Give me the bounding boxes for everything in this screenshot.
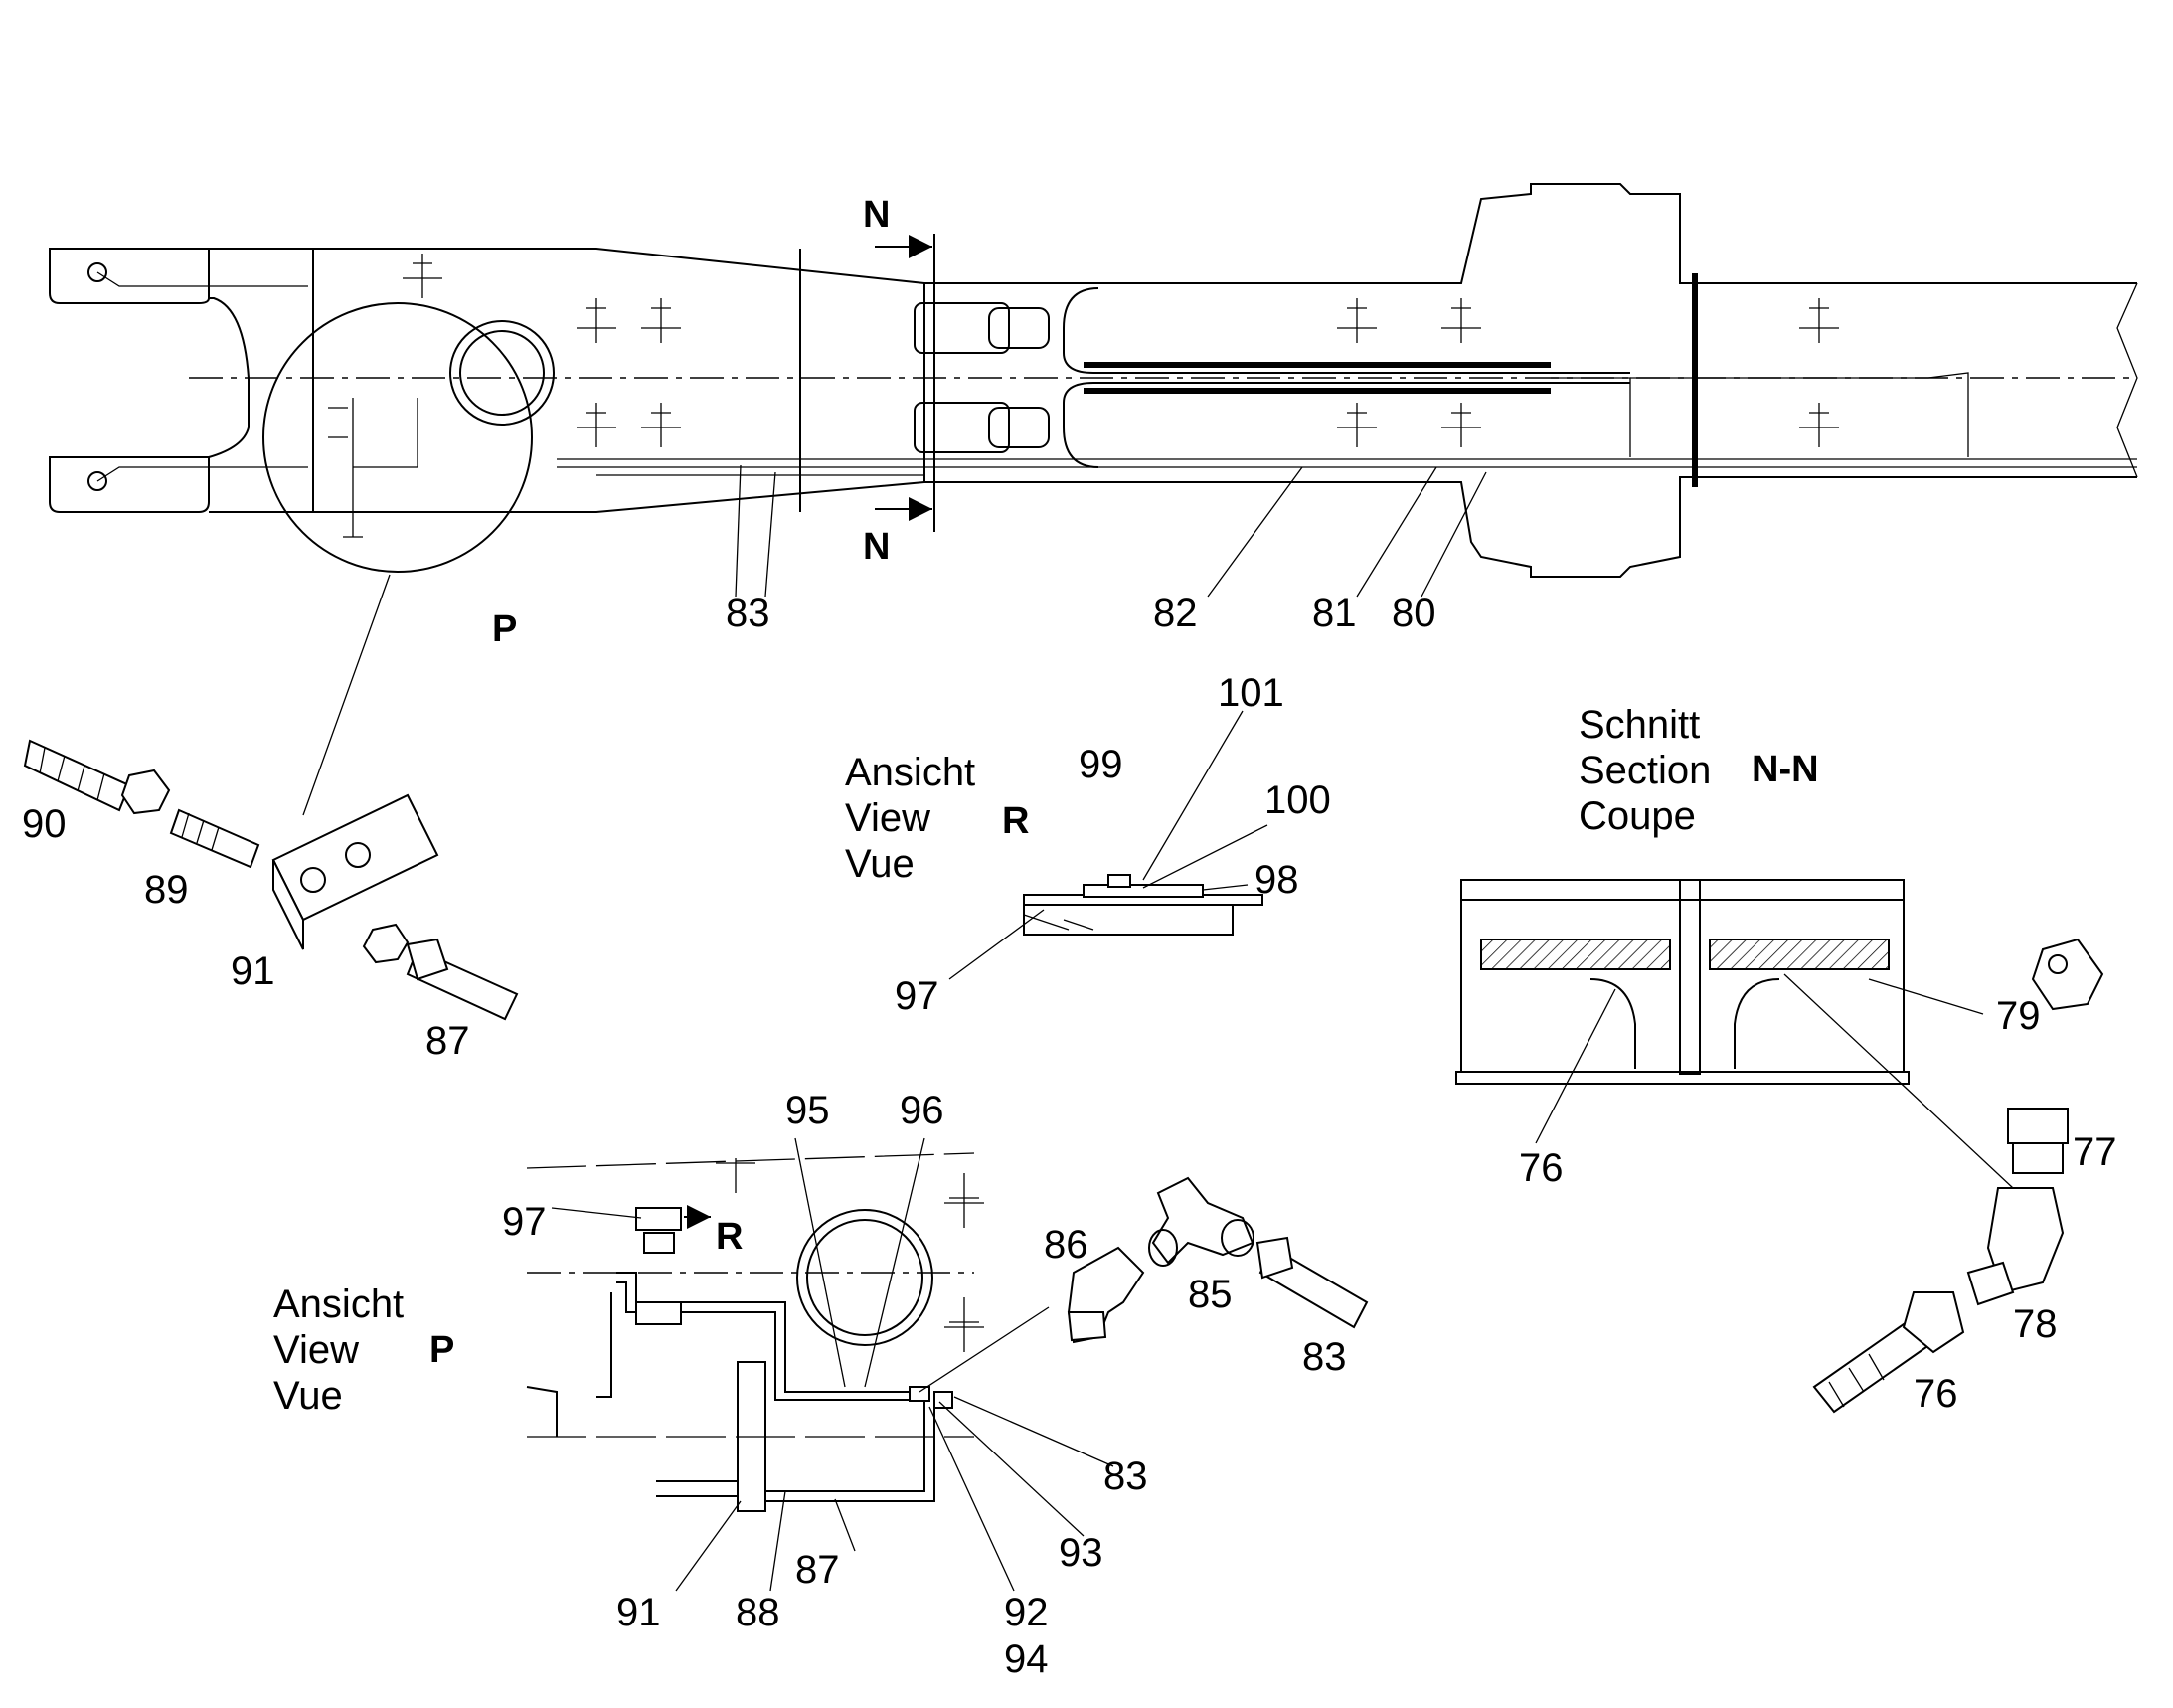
part-number-81: 81 — [1312, 592, 1357, 635]
main-frame-view: N N P 83 82 81 80 — [49, 183, 2138, 650]
right-fittings: 77 78 76 — [1812, 938, 2117, 1416]
frame-fork-top — [49, 248, 210, 304]
loose-fittings — [1067, 1176, 1369, 1344]
nipple-fitting-icon — [169, 808, 260, 869]
section-nn: Schnitt Section Coupe N-N 79 76 — [1455, 703, 2041, 1190]
part-number-83-fitting: 83 — [1302, 1335, 1347, 1379]
view-p-caption-de: Ansicht — [273, 1282, 404, 1326]
straight-fitting-icon — [2007, 1108, 2069, 1174]
nut-icon — [120, 769, 171, 815]
hose-icon — [1812, 1291, 1965, 1414]
view-r-caption-en: View — [845, 796, 930, 840]
tee-fitting-icon — [1148, 1176, 1254, 1267]
detail-label-p: P — [492, 608, 517, 650]
view-p: Ansicht View Vue P R — [273, 1089, 1347, 1681]
detail-circle-p — [262, 302, 533, 573]
part-number-89: 89 — [144, 868, 189, 912]
view-p-caption-fr: Vue — [273, 1374, 343, 1418]
hose-end-icon — [406, 938, 519, 1021]
view-p-letter: P — [429, 1329, 454, 1371]
part-number-97: 97 — [895, 974, 939, 1018]
hose-icon — [23, 739, 131, 812]
part-number-77: 77 — [2073, 1130, 2117, 1174]
bolt-pattern-group — [403, 254, 1839, 447]
pin-top-icon — [87, 262, 107, 282]
part-number-90: 90 — [22, 802, 67, 846]
part-number-88: 88 — [736, 1591, 780, 1634]
view-r-caption-de: Ansicht — [845, 751, 975, 794]
part-number-82: 82 — [1153, 592, 1198, 635]
view-r-letter: R — [1002, 800, 1029, 842]
part-number-92: 92 — [1004, 1591, 1049, 1634]
part-number-79: 79 — [1996, 994, 2041, 1038]
section-marker-top: N — [863, 194, 890, 236]
hose-end-icon — [1255, 1236, 1369, 1329]
part-number-99: 99 — [1079, 743, 1123, 786]
view-p-r-marker: R — [716, 1216, 743, 1258]
part-number-80: 80 — [1392, 592, 1436, 635]
part-number-83: 83 — [726, 592, 770, 635]
section-caption-de: Schnitt — [1579, 703, 1700, 747]
turntable-ring — [449, 320, 555, 426]
view-p-caption-en: View — [273, 1328, 359, 1372]
bracket-icon — [271, 793, 439, 950]
part-number-87-view-p: 87 — [795, 1548, 840, 1592]
frame-fork-bottom — [49, 456, 210, 513]
part-number-95: 95 — [785, 1089, 830, 1132]
part-number-91: 91 — [231, 949, 275, 993]
part-number-94: 94 — [1004, 1637, 1049, 1681]
part-number-100: 100 — [1264, 778, 1331, 822]
elbow-fitting-icon — [2031, 938, 2104, 1011]
part-number-97-view-p: 97 — [502, 1200, 547, 1244]
clamp-icon — [635, 1207, 682, 1325]
part-number-91-view-p: 91 — [616, 1591, 661, 1634]
section-letter: N-N — [1752, 749, 1819, 790]
view-r-caption-fr: Vue — [845, 842, 915, 886]
part-number-78: 78 — [2013, 1302, 2058, 1346]
part-number-93: 93 — [1059, 1531, 1103, 1575]
section-marker-bottom: N — [863, 526, 890, 568]
part-number-83-view-p: 83 — [1103, 1454, 1148, 1498]
part-number-76-section: 76 — [1519, 1146, 1564, 1190]
part-number-85: 85 — [1188, 1273, 1233, 1316]
bracket-plate — [737, 1361, 766, 1512]
part-number-86: 86 — [1044, 1223, 1088, 1267]
fitting-cluster-icon — [909, 1386, 953, 1409]
view-r: Ansicht View Vue R 101 99 100 98 97 — [845, 671, 1331, 1018]
nut-icon — [362, 923, 410, 964]
elbow-fitting-icon — [1067, 1246, 1145, 1344]
part-number-96: 96 — [900, 1089, 944, 1132]
part-number-87: 87 — [425, 1019, 470, 1063]
left-detail-parts: 90 89 91 87 — [22, 574, 519, 1063]
part-number-101: 101 — [1218, 671, 1284, 715]
section-caption-en: Section — [1579, 749, 1711, 792]
part-number-98: 98 — [1254, 858, 1299, 902]
turntable-ring-p — [796, 1209, 933, 1346]
part-number-76-fitting: 76 — [1914, 1372, 1958, 1416]
elbow-fitting-icon — [1966, 1187, 2065, 1306]
detail-arrow-icon — [302, 574, 391, 816]
pin-bottom-icon — [87, 471, 107, 491]
section-caption-fr: Coupe — [1579, 794, 1696, 838]
